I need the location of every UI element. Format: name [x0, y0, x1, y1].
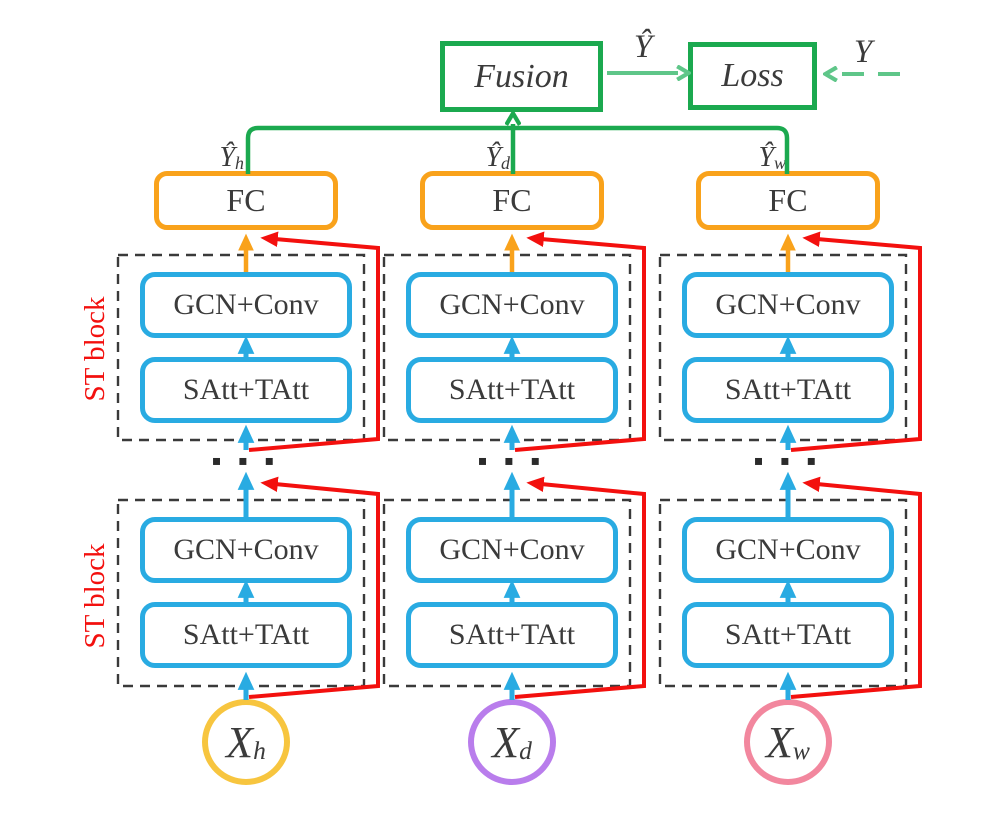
prediction-label: Ŷ: [633, 28, 653, 65]
fc-box: FC: [154, 171, 338, 230]
gcn-conv-box: GCN+Conv: [682, 517, 894, 583]
satt-tatt-box: SAtt+TAtt: [140, 602, 352, 668]
ellipsis-dots: ▪ ▪ ▪: [211, 453, 281, 469]
gcn-conv-box: GCN+Conv: [682, 272, 894, 338]
satt-tatt-box: SAtt+TAtt: [682, 357, 894, 423]
satt-tatt-box: SAtt+TAtt: [406, 357, 618, 423]
ellipsis-dots: ▪ ▪ ▪: [753, 453, 823, 469]
gcn-conv-box: GCN+Conv: [406, 272, 618, 338]
fc-box: FC: [696, 171, 880, 230]
gcn-conv-box: GCN+Conv: [406, 517, 618, 583]
fusion-label: Fusion: [474, 57, 569, 95]
fc-box: FC: [420, 171, 604, 230]
satt-tatt-box: SAtt+TAtt: [140, 357, 352, 423]
satt-tatt-box: SAtt+TAtt: [682, 602, 894, 668]
satt-tatt-box: SAtt+TAtt: [406, 602, 618, 668]
gcn-conv-box: GCN+Conv: [140, 272, 352, 338]
fusion-box: Fusion: [440, 41, 603, 112]
ellipsis-dots: ▪ ▪ ▪: [477, 453, 547, 469]
loss-label: Loss: [721, 57, 784, 94]
ground-truth-label: Y: [853, 33, 873, 70]
gcn-conv-box: GCN+Conv: [140, 517, 352, 583]
loss-box: Loss: [688, 42, 817, 110]
